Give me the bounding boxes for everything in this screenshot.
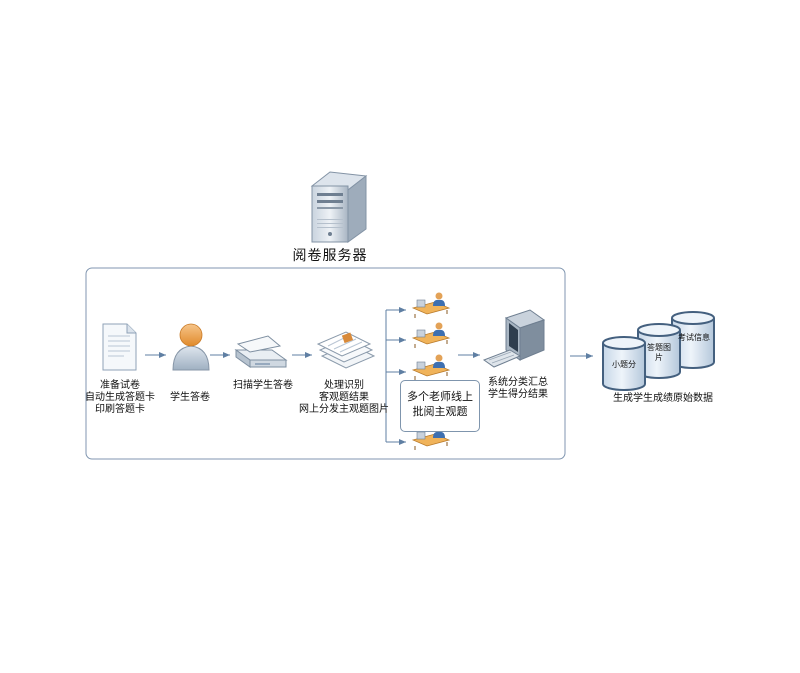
step-summary-label: 系统分类汇总 学生得分结果 — [478, 377, 558, 401]
teacher-review-line-1: 多个老师线上 — [407, 390, 473, 403]
teacher-review-line-2: 批阅主观题 — [412, 405, 468, 418]
teacher-review-callout: 多个老师线上 批阅主观题 — [400, 380, 480, 432]
step-summary-line-2: 学生得分结果 — [488, 389, 548, 400]
server-icon — [310, 171, 368, 243]
teacher-desk-icon — [411, 322, 451, 348]
step-student-label: 学生答卷 — [160, 392, 220, 404]
db-label-exam-info: 考试信息 — [678, 333, 710, 342]
output-label: 生成学生成绩原始数据 — [613, 393, 713, 404]
flow-arrows — [145, 352, 593, 359]
server-title: 阅卷服务器 — [292, 248, 368, 264]
step-prepare-line-3: 印刷答题卡 — [95, 404, 145, 415]
database-cylinder-subscores — [602, 336, 646, 391]
step-prepare-label: 准备试卷 自动生成答题卡 印刷答题卡 — [72, 380, 168, 416]
teacher-desk-icon — [411, 354, 451, 380]
db-label-answer-images: 答题图片 — [647, 343, 671, 362]
step-summary-line-1: 系统分类汇总 — [488, 377, 548, 388]
database-cylinder-answer-images — [637, 323, 681, 379]
workstation-icon — [482, 309, 546, 368]
teacher-desk-icon — [411, 292, 451, 318]
step-process-line-2: 客观题结果 — [319, 392, 369, 403]
process-frame — [85, 267, 566, 460]
scanner-icon — [234, 335, 288, 368]
step-scan-line-1: 扫描学生答卷 — [233, 380, 293, 391]
step-process-line-1: 处理识别 — [324, 380, 364, 391]
document-icon — [102, 323, 137, 371]
step-process-label: 处理识别 客观题结果 网上分发主观题图片 — [294, 380, 394, 416]
step-prepare-line-1: 准备试卷 — [100, 380, 140, 391]
student-icon — [172, 323, 210, 371]
papers-icon — [316, 331, 376, 369]
db-label-subscores: 小题分 — [612, 360, 636, 369]
teacher-desk-group — [411, 292, 451, 450]
step-scan-label: 扫描学生答卷 — [226, 380, 300, 392]
teacher-bracket — [385, 307, 406, 445]
step-process-line-3: 网上分发主观题图片 — [299, 404, 389, 415]
step-prepare-line-2: 自动生成答题卡 — [85, 392, 155, 403]
step-student-line-1: 学生答卷 — [170, 392, 210, 403]
